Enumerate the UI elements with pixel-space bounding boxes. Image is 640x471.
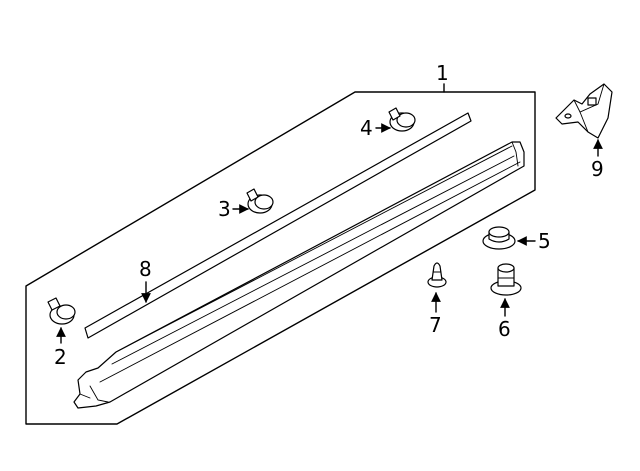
rivet-part-7 [427, 262, 447, 288]
clip-part-2 [47, 297, 76, 325]
assembly-outline [25, 91, 536, 425]
stud-fastener-part-6 [490, 263, 522, 296]
bracket-part-9 [555, 83, 613, 139]
callout-4: 4 [360, 116, 373, 140]
callout-8: 8 [139, 257, 152, 281]
clip-part-3 [246, 188, 274, 214]
callout-2: 2 [54, 345, 67, 369]
clip-part-4 [388, 107, 416, 132]
callout-7: 7 [429, 313, 442, 337]
tape-strip-part-8 [84, 112, 472, 339]
callout-5: 5 [538, 229, 551, 253]
callout-9: 9 [591, 157, 604, 181]
rocker-molding [73, 141, 525, 409]
callout-3: 3 [218, 197, 231, 221]
callout-6: 6 [498, 317, 511, 341]
push-nut-part-5 [482, 226, 516, 250]
callout-1: 1 [436, 61, 449, 85]
